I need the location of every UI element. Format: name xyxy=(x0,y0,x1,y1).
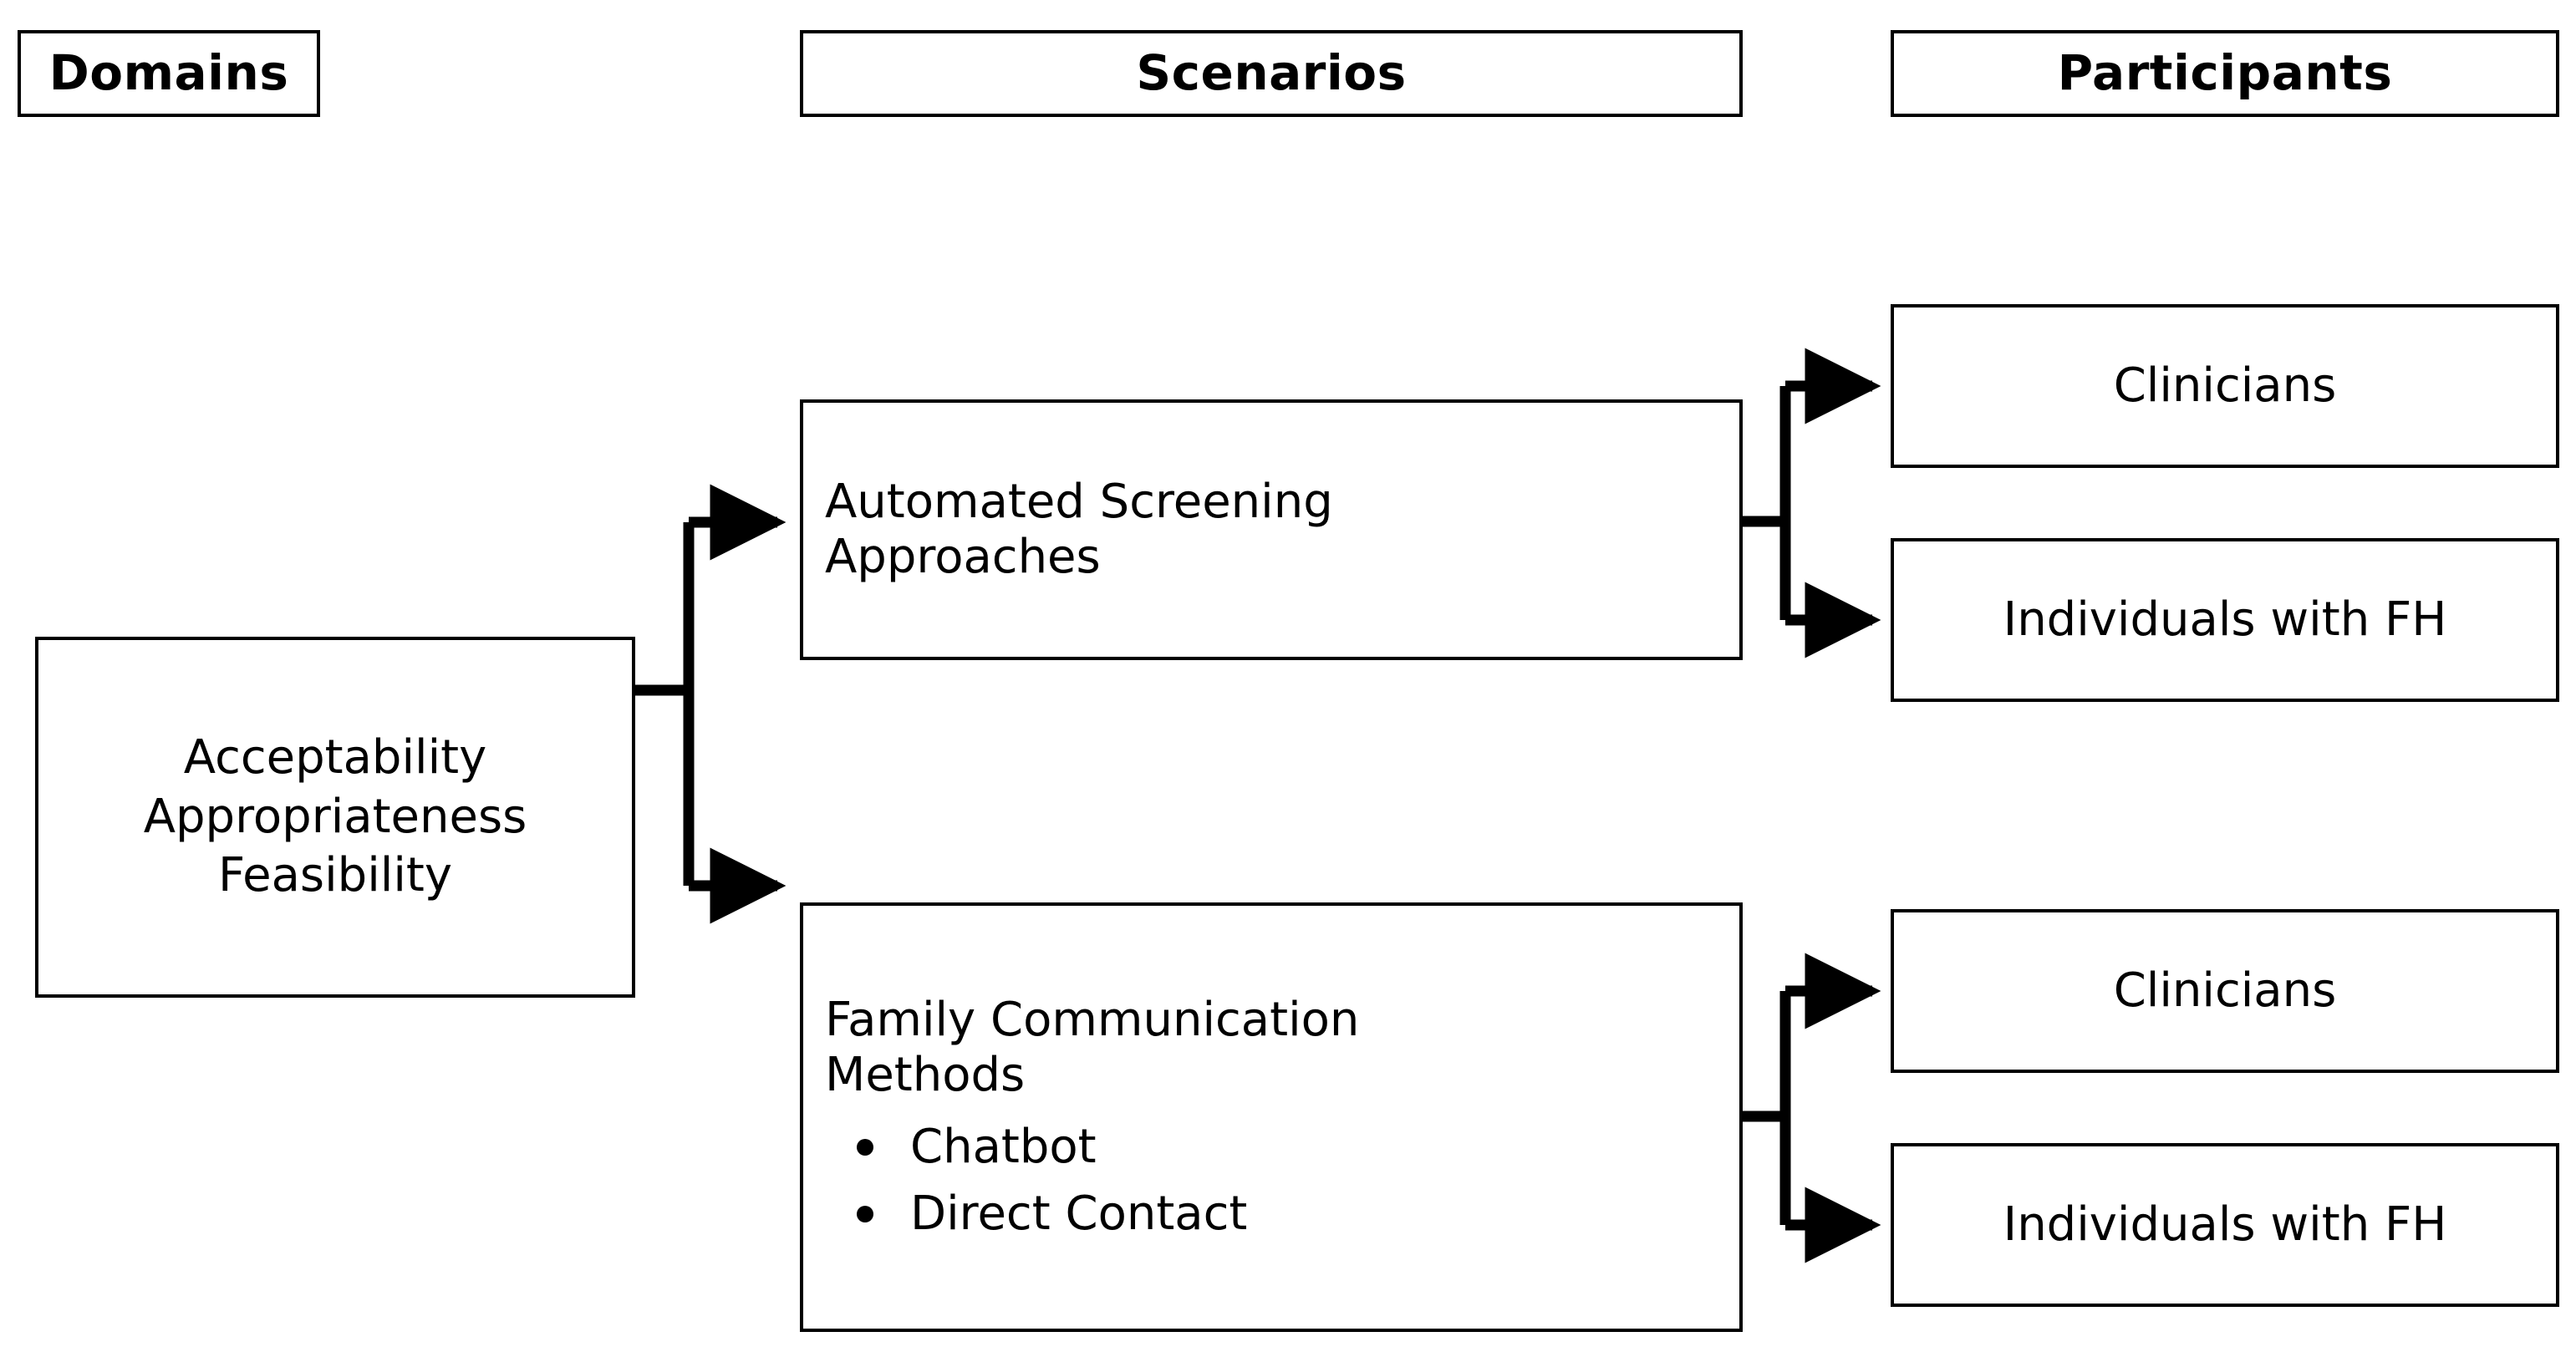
bullet-dot-icon xyxy=(857,1206,873,1223)
scenario-line-2: Methods xyxy=(825,1047,1026,1102)
bullet-label: Chatbot xyxy=(910,1120,1097,1174)
bullet-dot-icon xyxy=(857,1139,873,1156)
node-participant-individuals-fh-bottom[interactable]: Individuals with FH xyxy=(1891,1143,2559,1307)
scenario-bullet-list: Chatbot Direct Contact xyxy=(803,1108,1247,1242)
list-item: Chatbot xyxy=(853,1120,1247,1175)
column-header-scenarios: Scenarios xyxy=(800,30,1743,117)
node-participant-individuals-fh-top-label: Individuals with FH xyxy=(2003,592,2447,647)
scenario-line-1: Automated Screening xyxy=(825,474,1333,529)
node-participant-clinicians-bottom[interactable]: Clinicians xyxy=(1891,909,2559,1073)
column-header-domains: Domains xyxy=(18,30,320,117)
column-header-participants-label: Participants xyxy=(2057,44,2393,102)
list-item: Direct Contact xyxy=(853,1187,1247,1242)
connector-automated-screening-to-participants xyxy=(1743,348,1881,658)
domain-line-acceptability: Acceptability xyxy=(183,730,487,785)
node-participant-clinicians-top[interactable]: Clinicians xyxy=(1891,304,2559,468)
column-header-domains-label: Domains xyxy=(48,44,289,102)
node-participant-clinicians-bottom-label: Clinicians xyxy=(2113,963,2337,1018)
column-header-participants: Participants xyxy=(1891,30,2559,117)
column-header-scenarios-label: Scenarios xyxy=(1136,44,1407,102)
node-scenario-family-communication-text: Family Communication Methods xyxy=(803,993,1374,1103)
node-domains-text: Acceptability Appropriateness Feasibilit… xyxy=(38,729,632,906)
node-domains[interactable]: Acceptability Appropriateness Feasibilit… xyxy=(35,637,635,998)
scenario-line-1: Family Communication xyxy=(825,992,1360,1047)
node-participant-individuals-fh-top[interactable]: Individuals with FH xyxy=(1891,538,2559,702)
node-participant-individuals-fh-bottom-label: Individuals with FH xyxy=(2003,1197,2447,1252)
connector-family-communication-to-participants xyxy=(1743,953,1881,1263)
node-scenario-family-communication[interactable]: Family Communication Methods Chatbot Dir… xyxy=(800,902,1743,1332)
bullet-label: Direct Contact xyxy=(910,1187,1248,1242)
node-scenario-automated-screening-text: Automated Screening Approaches xyxy=(803,475,1348,585)
scenario-line-2: Approaches xyxy=(825,530,1101,584)
domain-line-appropriateness: Appropriateness xyxy=(143,789,527,844)
node-scenario-automated-screening[interactable]: Automated Screening Approaches xyxy=(800,399,1743,660)
node-participant-clinicians-top-label: Clinicians xyxy=(2113,358,2337,413)
connector-domains-to-scenarios xyxy=(635,484,787,924)
domain-line-feasibility: Feasibility xyxy=(218,848,452,903)
